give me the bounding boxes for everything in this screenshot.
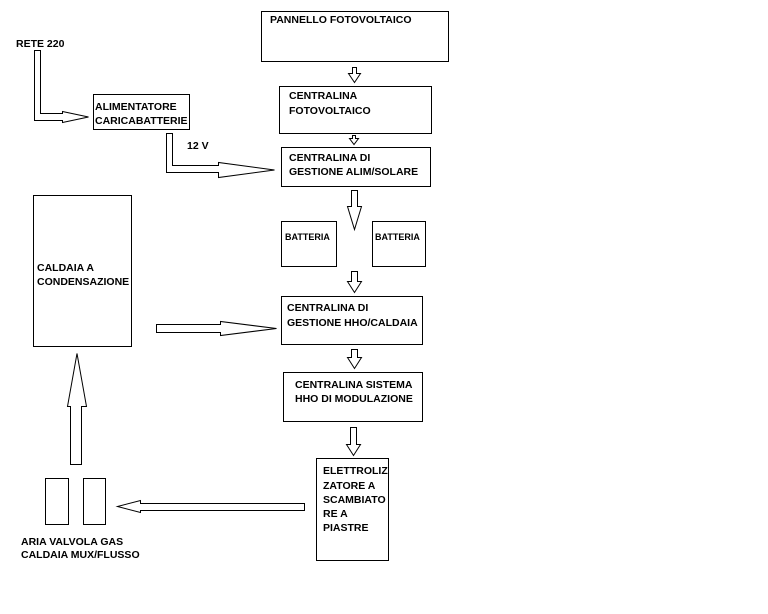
arrow-gestione-hho-to-sistema — [346, 349, 363, 370]
arrow-centralina-to-gestione — [348, 135, 360, 146]
centralina-fotovoltaico-label-2: FOTOVOLTAICO — [289, 105, 371, 117]
elettrolizzatore-label-1: ELETTROLIZ — [323, 465, 388, 477]
pannello-fotovoltaico-label: PANNELLO FOTOVOLTAICO — [270, 14, 412, 26]
centralina-gestione-hho-label-1: CENTRALINA DI — [287, 302, 368, 314]
caldaia-box — [33, 195, 132, 347]
arrow-rete-to-alimentatore — [34, 50, 89, 124]
arrow-pannello-to-centralina — [347, 67, 362, 84]
arrow-elettrolizzatore-to-valvole — [115, 499, 305, 514]
alimentatore-label-1: ALIMENTATORE — [95, 101, 177, 113]
valvola-aria-box — [45, 478, 69, 525]
elettrolizzatore-label-5: PIASTRE — [323, 522, 369, 534]
elettrolizzatore-box — [316, 458, 389, 561]
centralina-sistema-label-2: HHO DI MODULAZIONE — [295, 393, 413, 405]
arrow-valvole-to-caldaia — [66, 353, 88, 465]
valvole-label-2: CALDAIA MUX/FLUSSO — [21, 549, 140, 561]
batteria-box-right — [372, 221, 426, 267]
pannello-fotovoltaico-box — [261, 11, 449, 62]
batteria-box-left — [281, 221, 337, 267]
caldaia-label-1: CALDAIA A — [37, 262, 94, 274]
centralina-gestione-alim-box — [281, 147, 431, 187]
centralina-gestione-hho-box — [281, 296, 423, 345]
centralina-sistema-label-1: CENTRALINA SISTEMA — [295, 379, 413, 391]
elettrolizzatore-label-2: ZATORE A — [323, 480, 376, 492]
centralina-sistema-hho-box — [283, 372, 423, 422]
centralina-gestione-alim-label-2: GESTIONE ALIM/SOLARE — [289, 166, 418, 178]
elettrolizzatore-label-3: SCAMBIATO — [323, 494, 386, 506]
alimentatore-box — [93, 94, 190, 130]
centralina-gestione-alim-label-1: CENTRALINA DI — [289, 152, 370, 164]
batteria-label-left: BATTERIA — [285, 232, 330, 242]
centralina-gestione-hho-label-2: GESTIONE HHO/CALDAIA — [287, 317, 418, 329]
elettrolizzatore-label-4: RE A — [323, 508, 348, 520]
alimentatore-label-2: CARICABATTERIE — [95, 115, 188, 127]
batteria-label-right: BATTERIA — [375, 232, 420, 242]
valvola-gas-box — [83, 478, 106, 525]
arrow-batterie-to-gestione-hho — [346, 271, 363, 294]
arrow-alimentatore-to-gestione — [166, 133, 275, 179]
arrow-sistema-to-elettrolizzatore — [345, 427, 362, 457]
rete-220-label: RETE 220 — [16, 38, 65, 50]
valvole-label-1: ARIA VALVOLA GAS — [21, 536, 123, 548]
arrow-gestione-to-batterie — [346, 190, 363, 232]
centralina-fotovoltaico-label-1: CENTRALINA — [289, 90, 358, 102]
caldaia-label-2: CONDENSAZIONE — [37, 276, 129, 288]
centralina-fotovoltaico-box — [279, 86, 432, 134]
voltage-label: 12 V — [187, 140, 209, 152]
arrow-caldaia-to-gestione-hho — [156, 320, 277, 337]
